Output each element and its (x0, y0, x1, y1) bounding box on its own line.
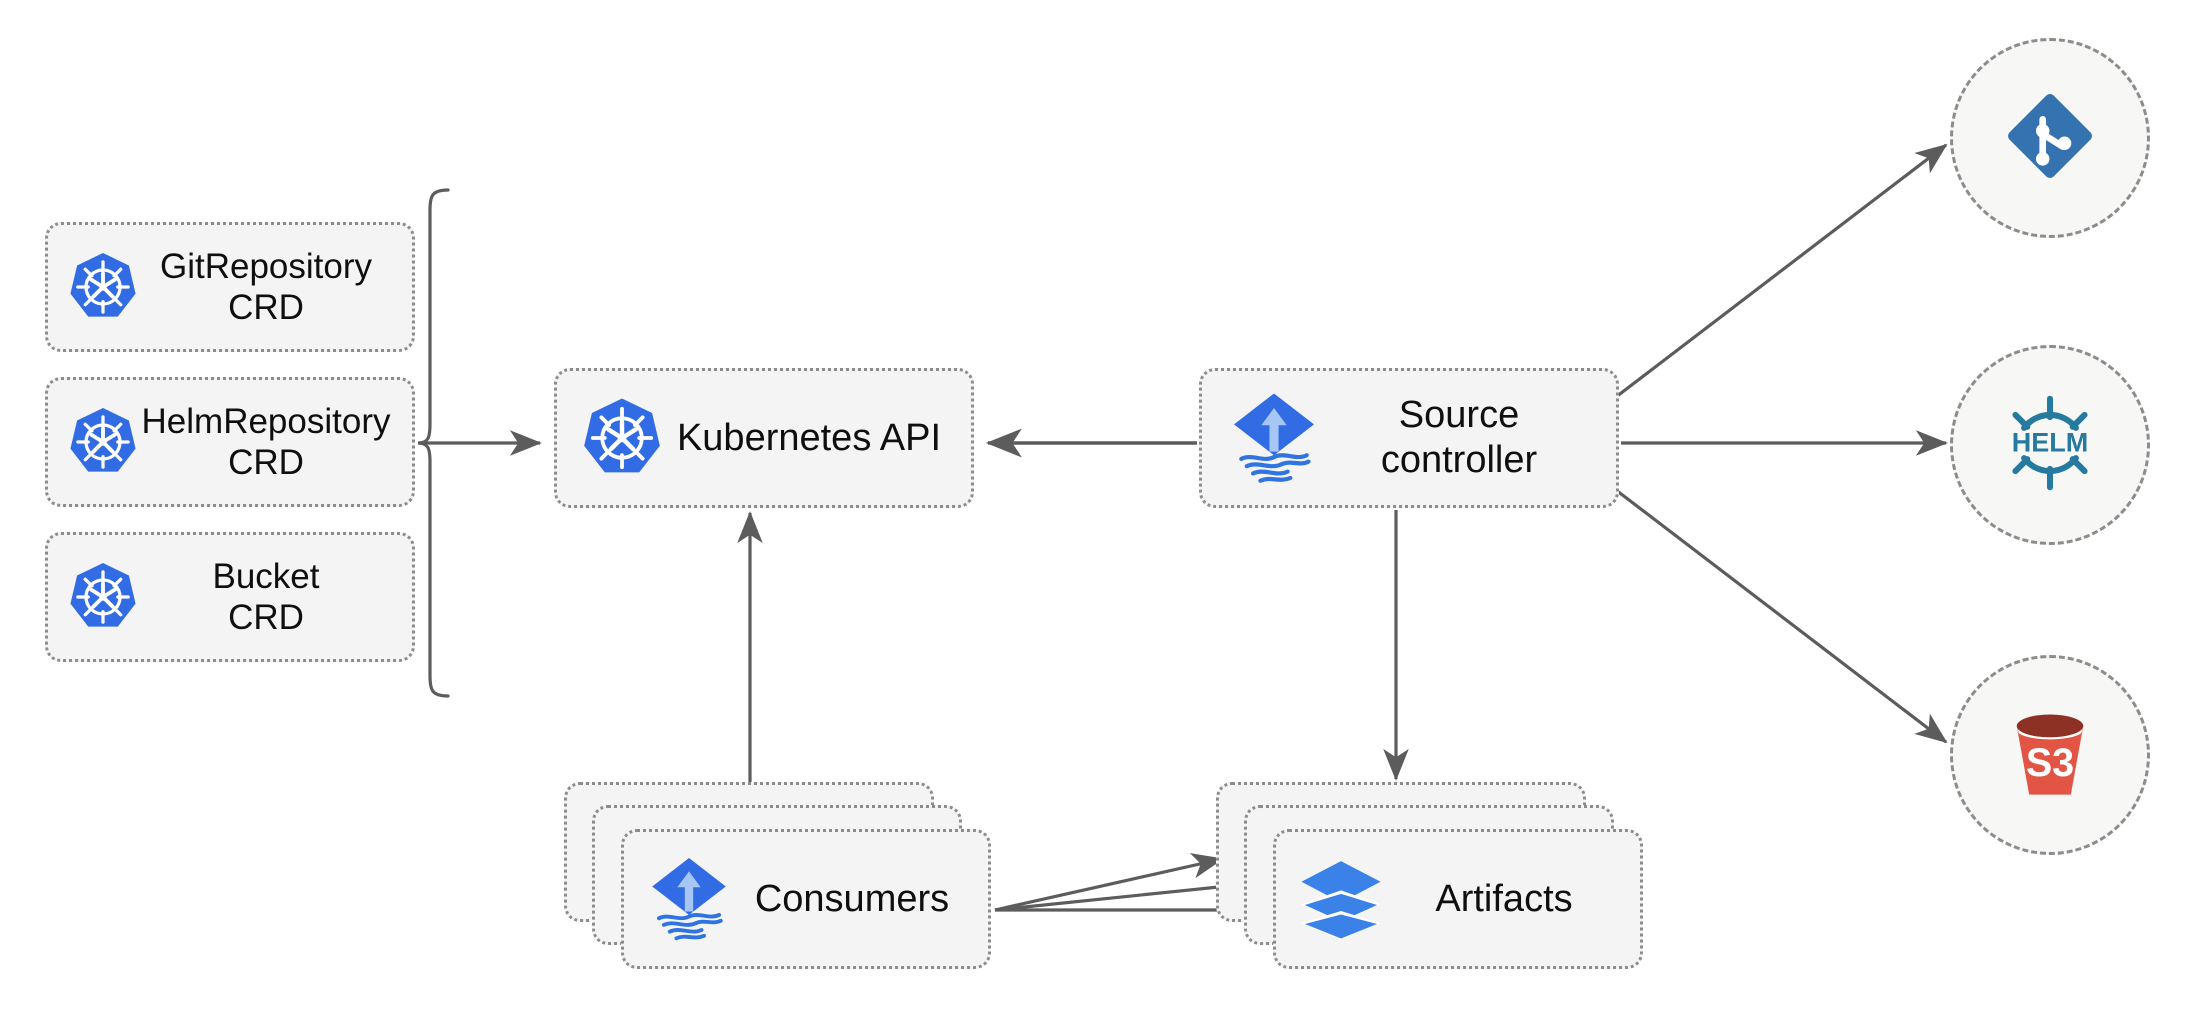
crd-group-brace (417, 188, 450, 698)
kubernetes-icon (66, 250, 140, 324)
kubernetes-icon (579, 395, 665, 481)
crd-label: GitRepository CRD (159, 246, 373, 327)
kubernetes-icon (66, 405, 140, 479)
stack-card-front[interactable]: Artifacts (1273, 829, 1643, 969)
svg-text:HELM: HELM (2012, 427, 2089, 457)
svg-text:S3: S3 (2026, 740, 2074, 784)
s3-icon: S3 (1998, 701, 2102, 810)
edge-source-to-git (1611, 143, 1948, 402)
node-label: Consumers (754, 877, 950, 920)
crd-box-helmrepository[interactable]: HelmRepository CRD (45, 377, 415, 507)
crd-label: HelmRepository CRD (141, 401, 391, 482)
crd-box-bucket[interactable]: Bucket CRD (45, 532, 415, 662)
node-artifacts[interactable]: Artifacts (1216, 782, 1646, 972)
helm-icon: HELM (1996, 389, 2104, 502)
edge-source-to-s3 (1611, 485, 1948, 744)
git-icon (1998, 84, 2102, 193)
edge-consumers-to-artifacts-1 (994, 853, 1224, 912)
stack-card-front[interactable]: Consumers (621, 829, 991, 969)
source-s3[interactable]: S3 (1950, 655, 2150, 855)
source-git[interactable] (1950, 38, 2150, 238)
kubernetes-icon (66, 560, 140, 634)
source-helm[interactable]: HELM (1950, 345, 2150, 545)
flux-icon (1228, 392, 1320, 484)
node-source-controller[interactable]: Source controller (1199, 368, 1619, 508)
node-consumers[interactable]: Consumers (564, 782, 994, 972)
edge-consumers-to-artifacts-2 (994, 874, 1250, 912)
layers-icon (1298, 856, 1384, 942)
node-label: Artifacts (1435, 877, 1573, 920)
crd-label: Bucket CRD (212, 556, 320, 637)
node-kubernetes-api[interactable]: Kubernetes API (554, 368, 974, 508)
crd-box-gitrepository[interactable]: GitRepository CRD (45, 222, 415, 352)
node-label: Source controller (1380, 394, 1538, 481)
node-label: Kubernetes API (676, 416, 942, 459)
flux-icon (646, 856, 732, 942)
